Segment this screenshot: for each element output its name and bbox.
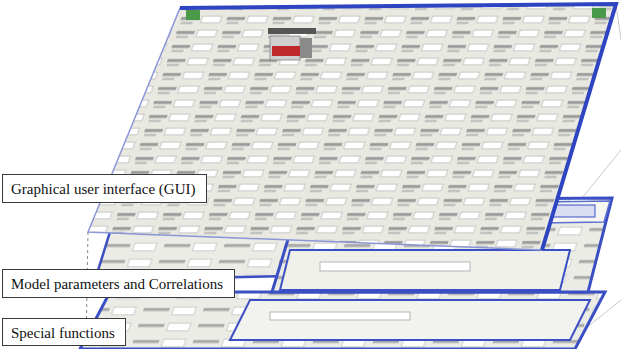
layer-label-box: Special functions [2,318,126,346]
layer-label: Graphical user interface (GUI) [11,180,195,198]
layer-label: Special functions [11,324,115,342]
layer-label-box: Model parameters and Correlations [2,269,235,298]
layer-label-box: Graphical user interface (GUI) [2,174,207,203]
layer-label: Model parameters and Correlations [11,275,223,293]
